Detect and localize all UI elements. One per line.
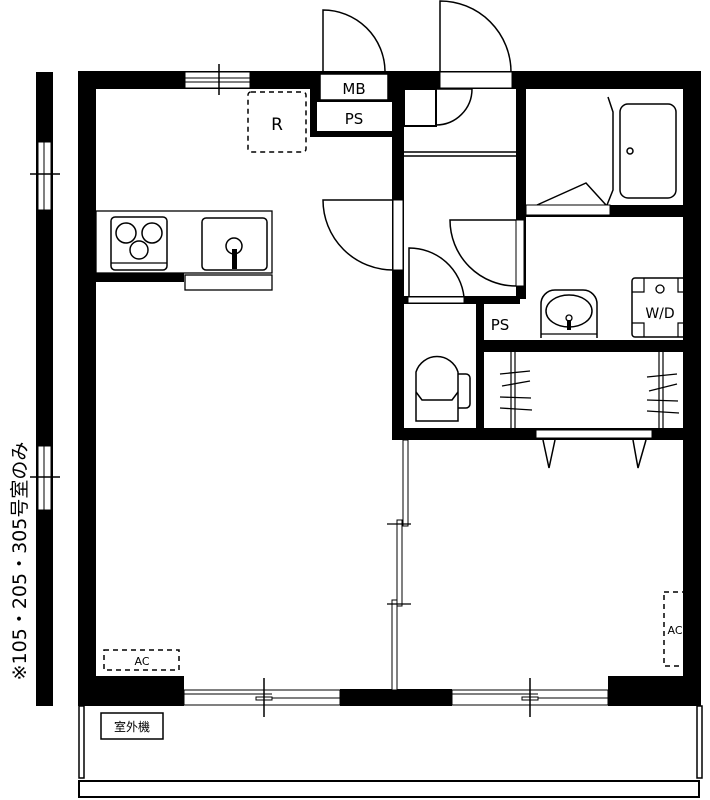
washer-dryer-space: W/D: [631, 277, 691, 338]
pipe-space-top-label: PS: [345, 110, 364, 128]
meter-box-label: MB: [342, 80, 365, 98]
entrance-door: [439, 0, 513, 89]
hanger-marks-left: [499, 370, 533, 411]
stove: [110, 216, 168, 271]
refrigerator-space: R: [247, 91, 307, 153]
sliding-partition: [387, 439, 411, 691]
toilet: [415, 355, 471, 422]
pipe-space-middle-label: PS: [491, 316, 510, 334]
meter-box-closet: MB PS: [310, 9, 395, 137]
left-exterior-strip: [30, 72, 60, 706]
ac-left-label: AC: [134, 655, 149, 668]
shoe-cabinet: [403, 88, 516, 157]
washroom: W/D: [449, 217, 691, 340]
toilet-room: [404, 247, 476, 428]
ac-unit-right: AC: [663, 591, 685, 667]
wash-basin: [540, 289, 598, 338]
kitchen-sink: [201, 217, 268, 271]
kitchen-counter: [95, 210, 273, 291]
balcony: 室外機: [78, 705, 703, 798]
outdoor-unit-label: 室外機: [114, 719, 150, 734]
kitchen-door: [322, 199, 404, 271]
bottom-window-left: [183, 678, 341, 717]
top-window: [184, 64, 251, 95]
hanger-marks-right: [646, 373, 680, 414]
ac-unit-left: AC: [103, 649, 180, 671]
refrigerator-label: R: [271, 115, 283, 135]
pipe-space-middle: PS: [484, 304, 516, 340]
outdoor-unit: 室外機: [100, 712, 164, 740]
washer-dryer-label: W/D: [645, 306, 674, 322]
ac-right-label: AC: [667, 624, 682, 637]
closet: [484, 352, 683, 469]
bottom-window-right: [451, 678, 609, 717]
bathroom: [525, 96, 682, 216]
